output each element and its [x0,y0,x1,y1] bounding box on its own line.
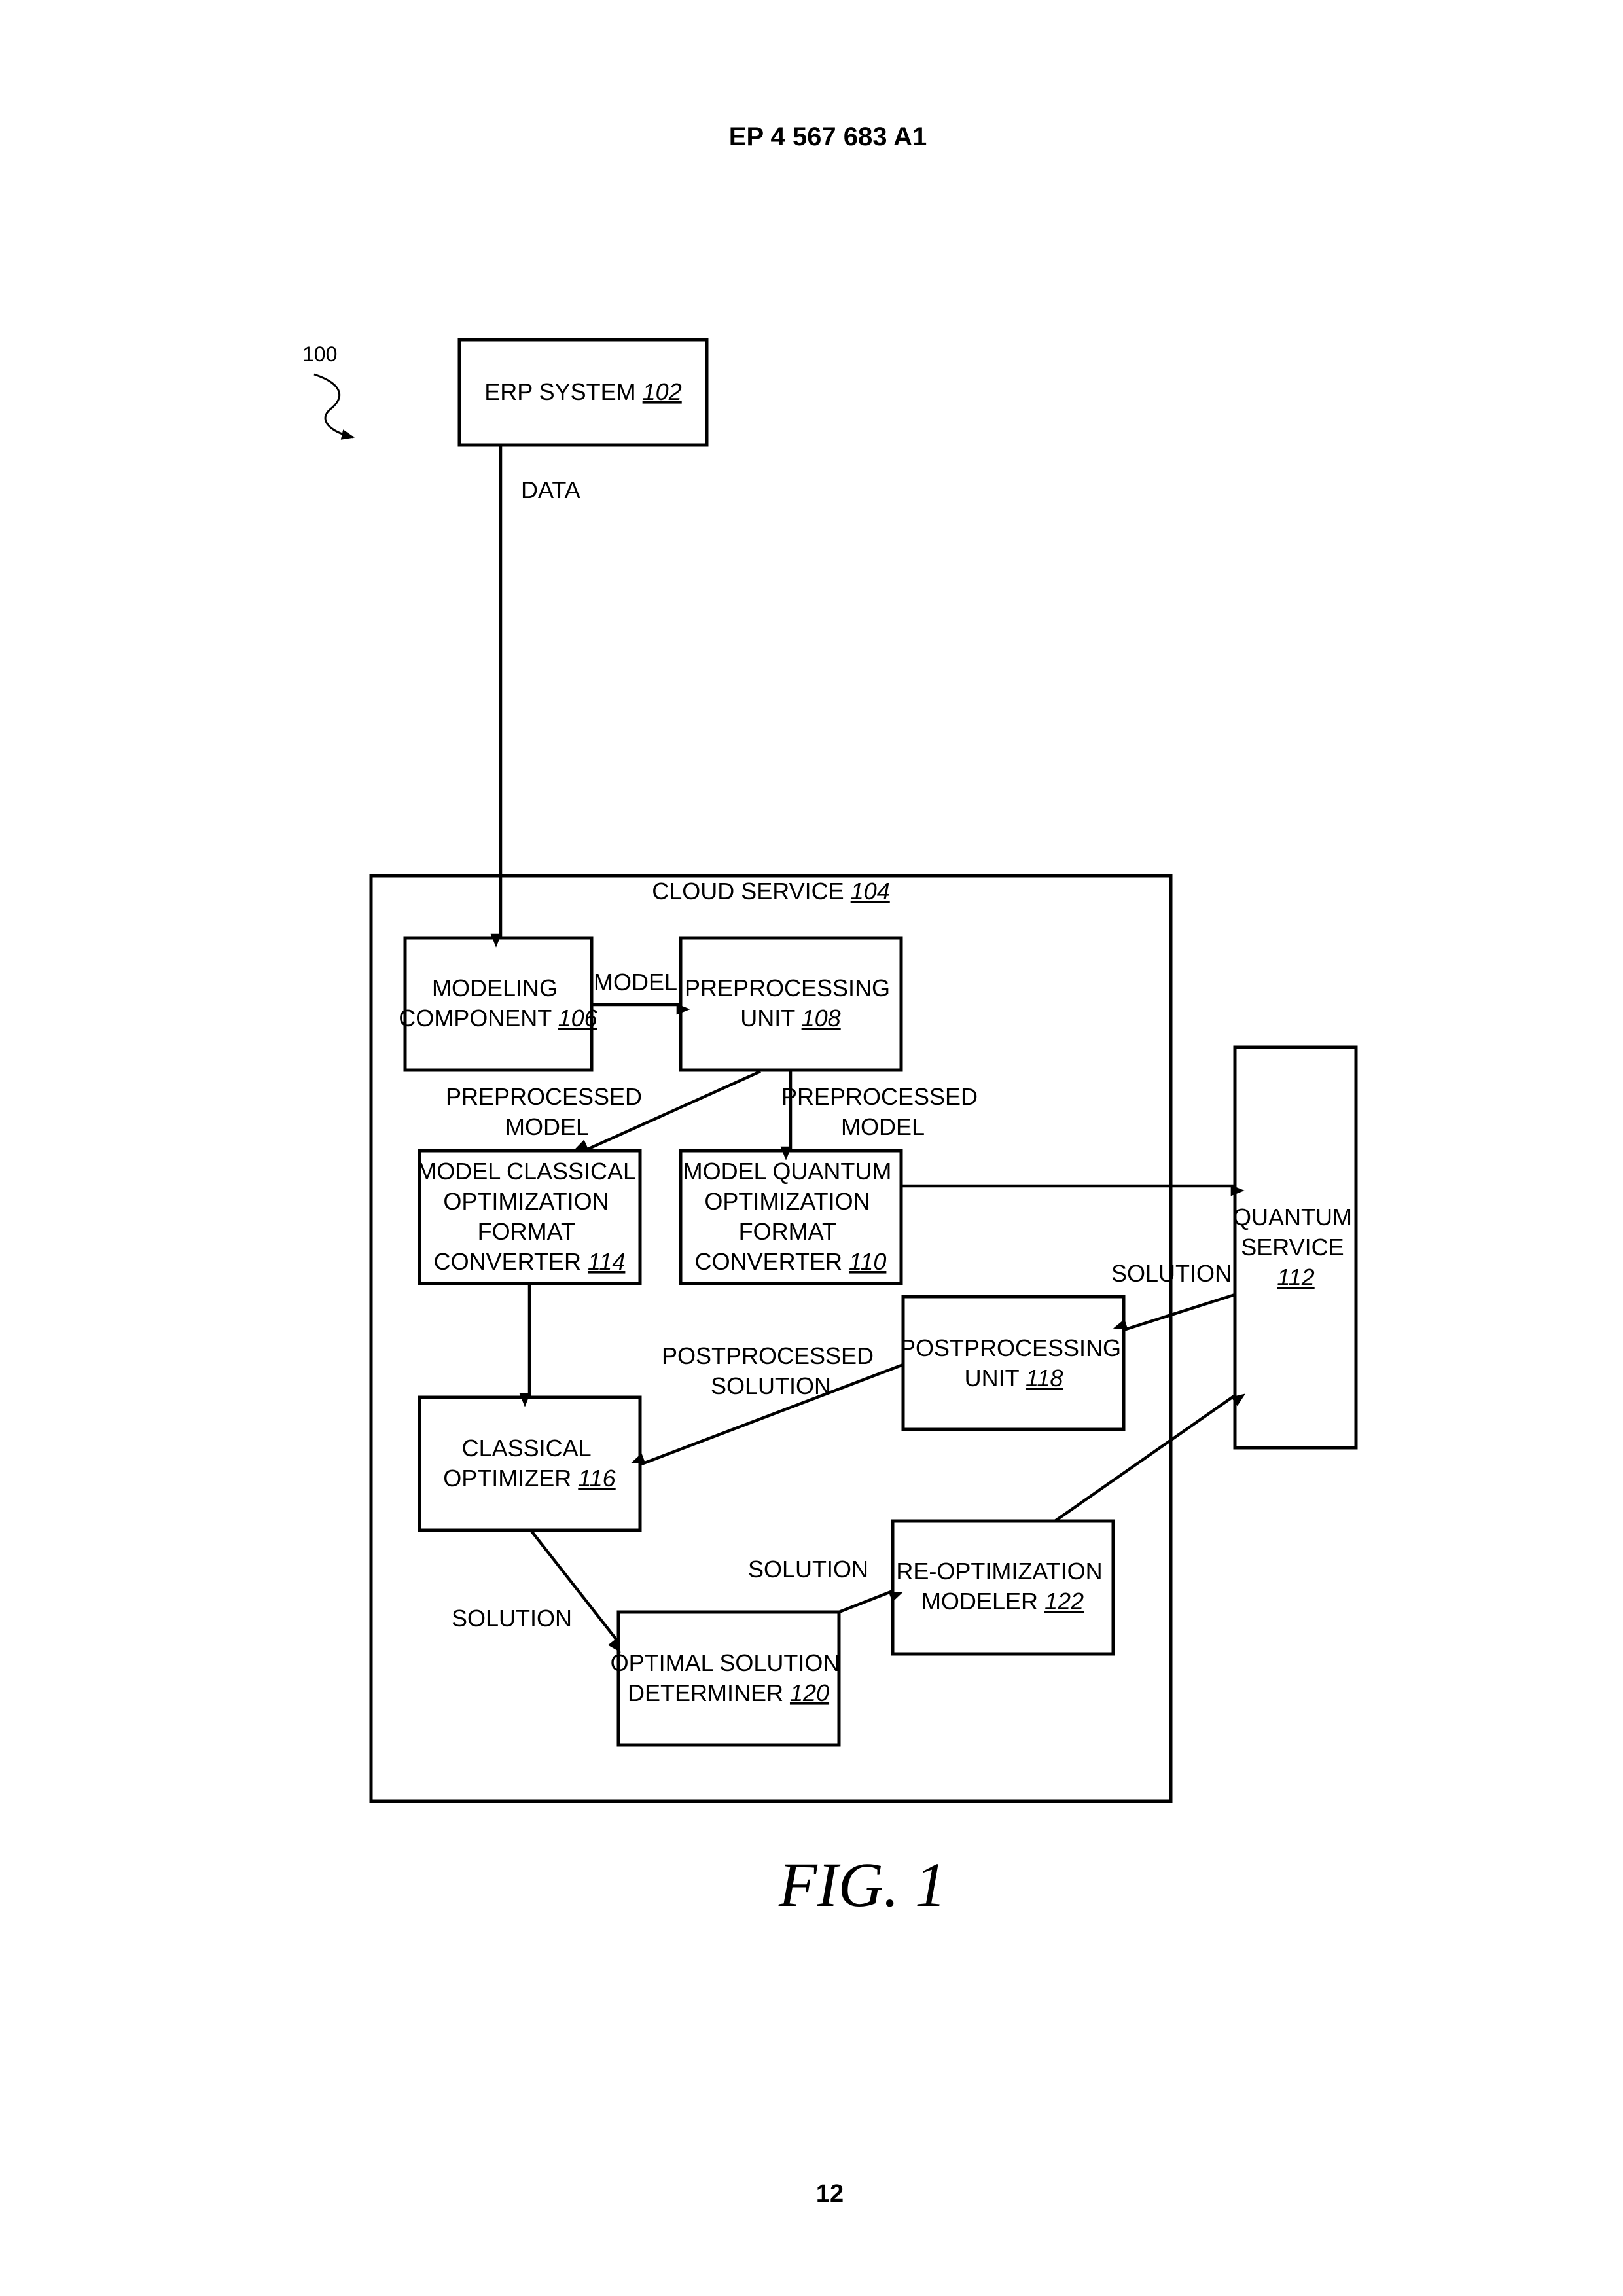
modeling-component-block: MODELING COMPONENT 106 [399,938,597,1070]
re-optimization-modeler-block: RE-OPTIMIZATION MODELER 122 [893,1521,1113,1654]
optimal-solution-determiner-block: OPTIMAL SOLUTION DETERMINER 120 [611,1612,847,1745]
reoptimization-solution-label: SOLUTION [748,1556,868,1583]
reoptimization-to-quantum-service-arrow [1055,1395,1235,1521]
svg-text:RE-OPTIMIZATION MODELER: RE-OPTIMIZATION MODELER 122 [896,1558,1109,1615]
postprocessing-unit-block: POSTPROCESSING UNIT 118 [900,1297,1128,1429]
classical-solution-label: SOLUTION [452,1605,572,1632]
svg-text:MODEL QUANTUM OPTIMIZATI: MODEL QUANTUM OPTIMIZATION FORMAT CONVER… [683,1158,899,1275]
svg-text:QUANTUM SERVICE 11: QUANTUM SERVICE 112 [1233,1204,1359,1291]
svg-text:PREPROCESSING UNIT 108: PREPROCESSING UNIT 108 [685,975,897,1031]
reoptimization-solution-arrow [839,1591,893,1612]
model-label: MODEL [594,969,677,996]
quantum-solution-label: SOLUTION [1111,1260,1232,1287]
quantum-solution-arrow [1124,1295,1235,1330]
figure-reference-numeral: 100 [302,342,337,366]
svg-text:ERP SYSTEM 102: ERP SYSTEM 102 [484,378,681,405]
patent-number: EP 4 567 683 A1 [729,122,927,151]
figure-caption: FIG. 1 [778,1850,946,1920]
data-label: DATA [521,476,580,503]
model-classical-optimization-format-converter-block: MODEL CLASSICAL OPTIMIZATION FORMAT CONV… [417,1151,641,1283]
svg-text:POSTPROCESSING UNIT 118: POSTPROCESSING UNIT 118 [900,1335,1128,1391]
svg-text:MODELING COMPONENT 106: MODELING COMPONENT 106 [399,975,597,1031]
erp-system-block: ERP SYSTEM 102 [459,340,707,445]
postprocessed-solution-label: POSTPROCESSED SOLUTION [662,1342,880,1399]
page-number: 12 [816,2180,844,2208]
svg-text:MODEL CLASSICAL OPTIMIZA: MODEL CLASSICAL OPTIMIZATION FORMAT CONV… [417,1158,641,1275]
preprocessing-unit-block: PREPROCESSING UNIT 108 [681,938,901,1070]
svg-text:CLASSICAL OPTIMIZER 116: CLASSICAL OPTIMIZER 116 [443,1435,616,1492]
svg-text:OPTIMAL SOLUTION DETERMI: OPTIMAL SOLUTION DETERMINER 120 [611,1649,847,1706]
quantum-service-block: QUANTUM SERVICE 112 [1233,1047,1359,1448]
classical-optimizer-block: CLASSICAL OPTIMIZER 116 [419,1397,640,1530]
model-quantum-optimization-format-converter-block: MODEL QUANTUM OPTIMIZATION FORMAT CONVER… [681,1151,901,1283]
preprocessed-model-left-label: PREPROCESSED MODEL [446,1083,649,1140]
svg-text:CLOUD SERVICE 104: CLOUD SERVICE 104 [652,878,890,905]
reference-leader-squiggle [314,374,353,437]
preprocessed-model-right-label: PREPROCESSED MODEL [781,1083,984,1140]
